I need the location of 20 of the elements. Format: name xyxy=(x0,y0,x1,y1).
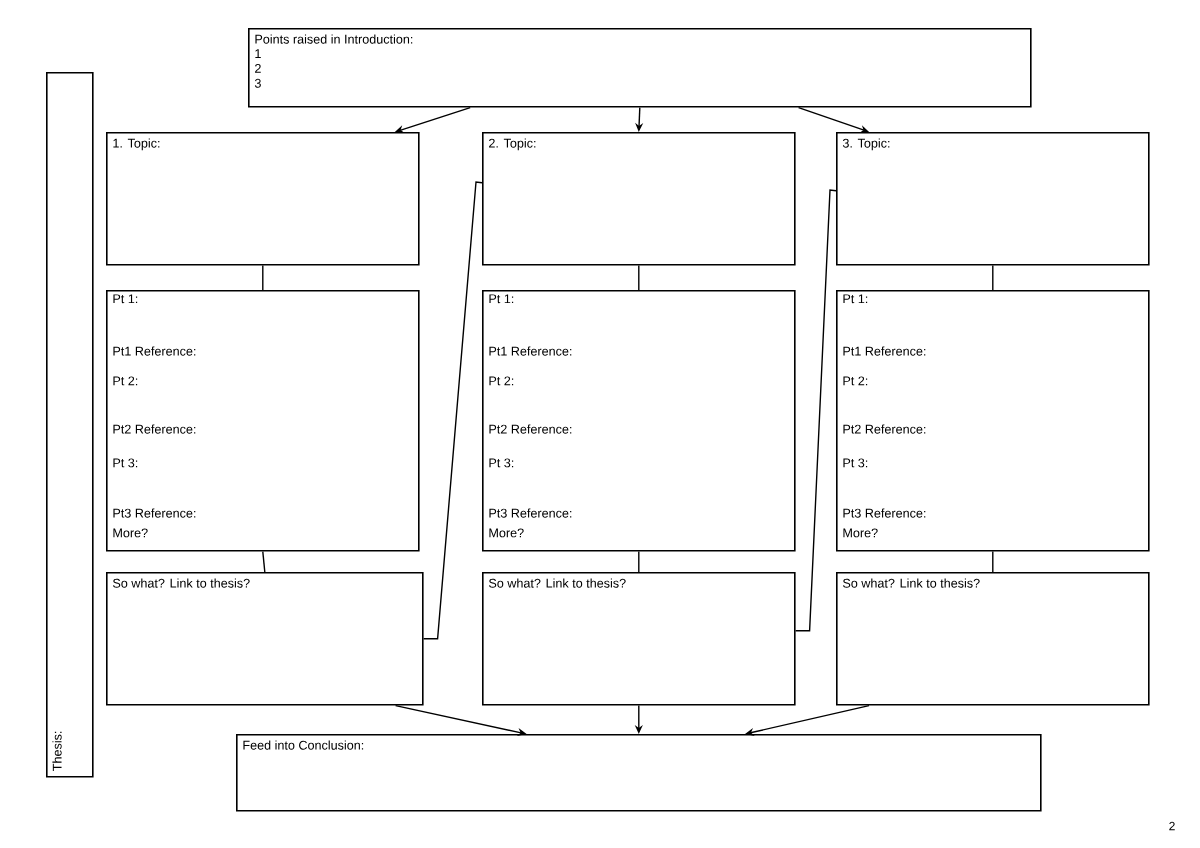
connector-line xyxy=(992,264,994,291)
connector-line xyxy=(422,181,483,640)
connector-line xyxy=(262,550,266,573)
text-box xyxy=(106,572,424,706)
text-box xyxy=(836,290,1150,552)
side-box xyxy=(46,72,94,778)
text-box xyxy=(836,132,1150,266)
connector-line xyxy=(262,264,264,291)
text-box xyxy=(482,132,796,266)
text-box xyxy=(482,290,796,552)
text-box xyxy=(482,572,796,706)
text-box xyxy=(236,734,1042,812)
connector-line xyxy=(992,550,994,573)
connector-line xyxy=(638,264,640,291)
connector-line xyxy=(638,550,640,573)
connector-line xyxy=(794,189,837,632)
text-box xyxy=(106,132,420,266)
text-box xyxy=(836,572,1150,706)
text-box xyxy=(248,28,1032,108)
text-box xyxy=(106,290,420,552)
